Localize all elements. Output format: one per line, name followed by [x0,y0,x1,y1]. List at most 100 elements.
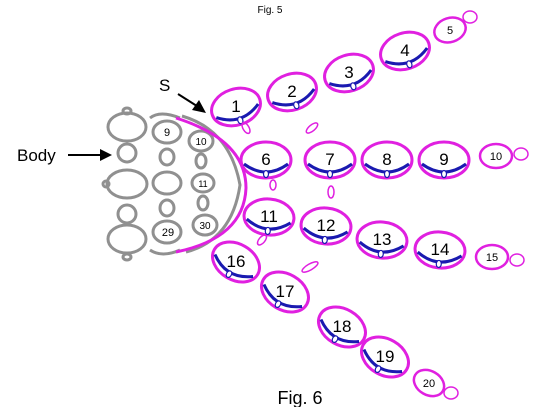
body-oval [158,147,176,167]
ring-bead [331,335,339,344]
ring: 12 [299,206,353,246]
body-oval [190,172,216,194]
start-arc [175,116,248,254]
connector-picot [305,122,319,134]
end-ring-number: 15 [486,252,498,264]
connector-picot [327,185,335,199]
body-number-labels: 9 10 11 29 30 [162,127,211,239]
end-ring: 15 [474,243,510,271]
ring: 8 [360,140,414,180]
ring-number: 3 [344,63,353,82]
body-oval [191,213,219,237]
ring-number: 14 [431,240,450,259]
body-oval [106,111,148,143]
end-ring-outline [412,368,446,398]
ring-bead [264,226,271,236]
ring: 13 [355,220,409,260]
ring-bead [435,259,442,269]
body-arrow [68,149,112,161]
end-ring: 5 [433,16,467,44]
ring-bead [274,300,282,309]
ring-bead [262,169,270,179]
ring: 4 [379,30,431,72]
body-oval [116,142,138,164]
body-number: 9 [164,127,170,139]
ring-number: 11 [260,207,278,226]
ring-bead [237,116,244,125]
ring-bead [383,169,391,179]
connector-picot [256,234,268,246]
s-arrow [177,93,206,113]
ring-bead [326,169,334,179]
body-picot [121,252,133,262]
ring-number: 17 [276,282,295,301]
body-oval [196,194,210,212]
ring-bead [321,235,328,245]
ring: 1 [210,86,262,128]
ring-bead [225,270,233,279]
ring-number: 7 [325,150,334,169]
ring-bead [293,101,300,110]
ring-number: 13 [373,230,392,249]
end-ring-outline [433,16,467,44]
body-number: 29 [162,227,174,239]
body-oval [151,170,183,196]
ring-row: 11 12 13 14 15 [242,197,525,271]
ring-row: 1 2 3 4 5 [210,10,478,128]
body-number: 11 [198,179,207,189]
ring-number: 12 [317,216,336,235]
ring: 9 [417,140,471,180]
connector-picot [241,121,251,135]
body-oval [105,168,149,200]
body-oval [106,223,148,255]
body-oval [187,129,215,153]
body-picot [121,106,133,116]
body-oval [194,152,208,170]
ring-row: 6 7 8 9 10 [239,140,529,180]
ring-number: 19 [376,347,395,366]
end-picot [509,253,525,267]
s-label: S [159,76,170,95]
end-ring-outline [478,142,514,170]
body-oval [116,203,138,225]
end-ring-number: 20 [423,378,435,390]
body-number: 10 [195,137,207,148]
ring-number: 9 [439,150,448,169]
body-oval [151,219,183,245]
ring: 16 [211,240,261,284]
end-ring-number: 10 [490,151,502,163]
ring-number: 16 [227,252,246,271]
ring: 18 [317,305,367,349]
ring-number: 1 [231,97,240,116]
body-oval [158,198,176,218]
end-picot [462,10,478,24]
ring: 14 [413,230,467,270]
ring: 2 [266,71,318,113]
ring: 6 [239,140,293,180]
ring-bead [350,82,357,91]
ring-bead [374,365,382,374]
end-ring: 10 [478,142,514,170]
ring-number: 6 [261,150,270,169]
ring-row: 16 17 18 19 20 [211,240,459,400]
caption-top: Fig. 5 [257,5,282,16]
end-ring-number: 5 [447,25,453,37]
ring: 7 [303,140,357,180]
body-label: Body [17,146,56,165]
body-number: 30 [199,221,211,232]
ring-number: 2 [287,82,296,101]
connector-picot [301,261,319,273]
end-ring: 20 [412,368,446,398]
ring: 19 [360,335,410,379]
end-picot [443,386,459,400]
end-ring-outline [474,243,510,271]
ring-bead [377,249,384,259]
ring: 3 [323,52,375,94]
ring-bead [406,60,413,69]
caption-bottom: Fig. 6 [277,388,322,407]
ring-number: 4 [400,41,409,60]
ring: 11 [242,197,296,237]
body-oval [151,119,183,145]
